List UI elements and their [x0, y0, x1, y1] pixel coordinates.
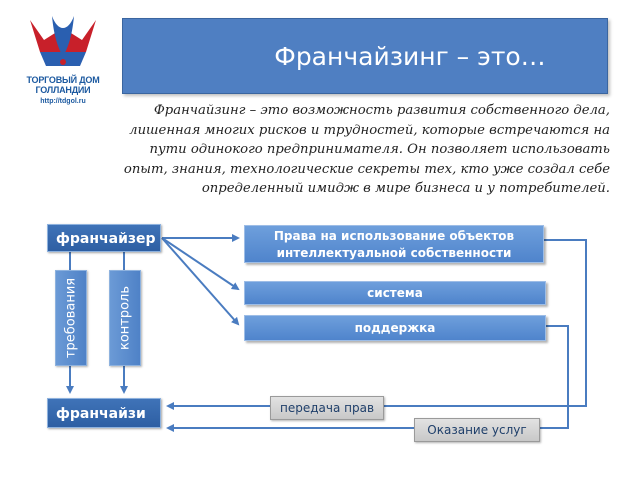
logo-emblem — [30, 16, 96, 66]
logo-caption-line2: ГОЛЛАНДИИ — [35, 85, 91, 95]
requirements-label: требования — [63, 277, 79, 359]
services-box: Оказание услуг — [414, 418, 540, 442]
rights-transfer-box: передача прав — [270, 396, 384, 420]
description-text: Франчайзинг – это возможность развития с… — [123, 103, 610, 196]
control-bar: контроль — [109, 270, 141, 366]
page-title: Франчайзинг – это… — [274, 41, 546, 71]
requirements-bar: требования — [55, 270, 87, 366]
logo-caption-line1: ТОРГОВЫЙ ДОМ — [26, 75, 100, 85]
support-return-line — [166, 325, 569, 432]
logo-url: http://tdgol.ru — [40, 98, 86, 105]
franchiser-box: франчайзер — [47, 224, 161, 252]
title-banner: Франчайзинг – это… — [122, 18, 608, 94]
arrow-to-system — [161, 237, 240, 291]
rights-box: Права на использование объектов интеллек… — [244, 225, 544, 263]
logo-caption: ТОРГОВЫЙ ДОМ ГОЛЛАНДИИ — [18, 75, 108, 95]
system-box: система — [244, 281, 546, 305]
support-box: поддержка — [244, 315, 546, 341]
arrow-to-support — [161, 237, 240, 326]
franchisee-box: франчайзи — [47, 398, 161, 428]
control-label: контроль — [117, 285, 133, 351]
